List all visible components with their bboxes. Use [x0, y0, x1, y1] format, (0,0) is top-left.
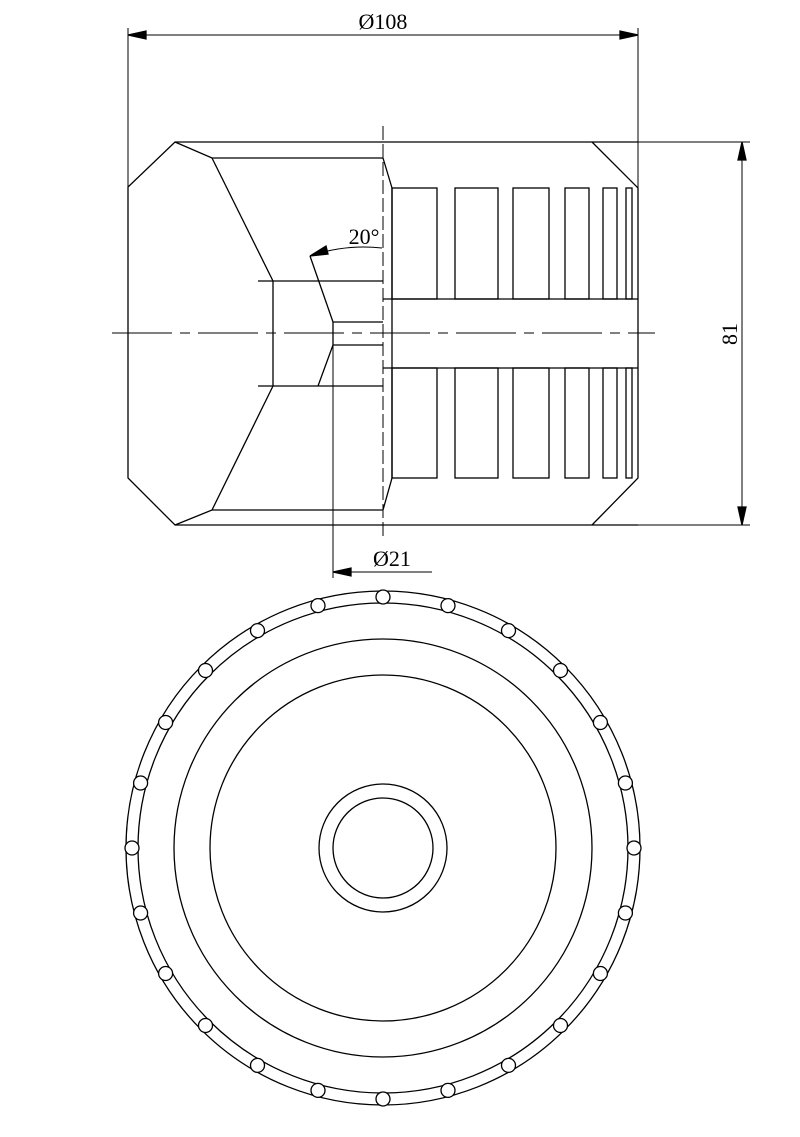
fin — [625, 187, 633, 300]
fin — [454, 187, 499, 300]
dim-label-bore-diameter: Ø21 — [373, 546, 411, 571]
knurl-bump — [552, 1017, 569, 1034]
knurl-base-ring — [137, 602, 629, 1094]
taper-upper — [211, 157, 274, 282]
knurl-bump — [197, 1017, 214, 1034]
bore-cone — [309, 255, 334, 387]
knurl-bump — [249, 1057, 266, 1074]
fin — [564, 187, 590, 300]
top-view — [124, 589, 642, 1107]
knurl-bump — [375, 589, 391, 605]
fin — [512, 367, 550, 479]
fin — [391, 187, 438, 300]
bore-hole — [333, 321, 383, 346]
knurl-bump — [440, 1082, 456, 1099]
knurl-bump — [132, 775, 149, 791]
knurl-bumps — [124, 589, 642, 1107]
fin — [454, 367, 499, 479]
right-half-outline — [382, 157, 393, 511]
knurl-bump — [157, 714, 174, 731]
side-view — [112, 126, 655, 540]
upper-fins — [391, 187, 633, 300]
knurl-bump — [310, 597, 326, 614]
knurl-bump — [124, 840, 140, 856]
dim-label-angle: 20° — [349, 224, 380, 249]
fin — [602, 367, 618, 479]
knurl-bump — [249, 622, 266, 639]
fin — [391, 367, 438, 479]
knurl-bump — [310, 1082, 326, 1099]
knurl-bump — [592, 965, 609, 982]
taper-lower — [211, 385, 274, 511]
knurl-bump — [617, 775, 634, 791]
knurl-bump — [375, 1091, 391, 1107]
fin — [625, 367, 633, 479]
mid-ring — [173, 638, 593, 1058]
knurl-bump — [592, 714, 609, 731]
knurl-bump — [617, 905, 634, 921]
knurl-bump — [552, 662, 569, 679]
bore-outer-ring — [318, 783, 448, 913]
dim-label-outer-diameter: Ø108 — [359, 9, 408, 34]
knurl-bump — [157, 965, 174, 982]
dimension-height-81: 81 — [592, 141, 750, 526]
inner-chamfer-lower — [174, 509, 383, 526]
fin — [564, 367, 590, 479]
knurl-bump — [440, 597, 456, 614]
dimension-angle-20: 20° — [309, 224, 383, 257]
inner-chamfer-upper — [174, 141, 383, 159]
dimension-diameter-108: Ø108 — [127, 9, 639, 188]
fin — [602, 187, 618, 300]
knurl-bump — [132, 905, 149, 921]
dim-label-height: 81 — [717, 323, 742, 345]
inner-ring — [209, 674, 557, 1022]
dimension-bore-21: Ø21 — [332, 345, 432, 578]
knurl-bump — [626, 840, 642, 856]
bore-inner-ring — [332, 797, 434, 899]
knurl-bump — [500, 622, 517, 639]
knurl-bump — [197, 662, 214, 679]
lower-fins — [391, 367, 633, 479]
knurl-bump — [500, 1057, 517, 1074]
fin — [512, 187, 550, 300]
